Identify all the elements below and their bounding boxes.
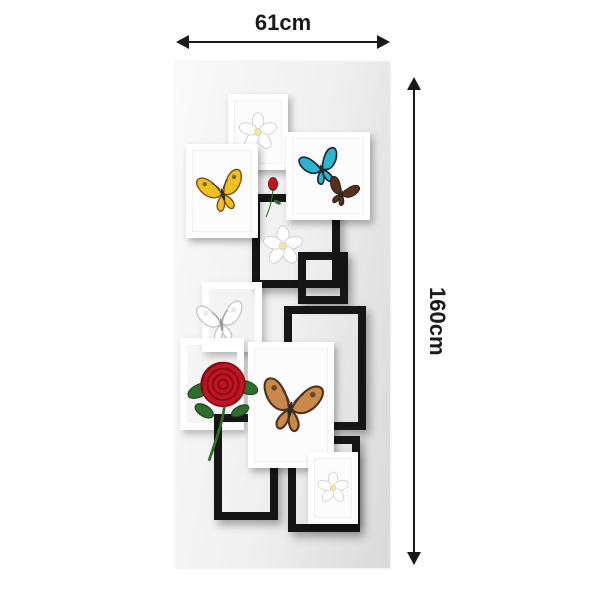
white-flower-icon (263, 225, 303, 264)
white-frame-brown-butterfly (248, 342, 334, 468)
white-flower-icon (317, 471, 349, 502)
white-frame-flower-top (228, 94, 288, 170)
blue-butterfly-icon (298, 146, 338, 186)
black-open-frame (298, 252, 348, 304)
white-frame-blue-butterfly (286, 132, 370, 220)
width-dimension-arrow (176, 35, 390, 49)
brown-butterfly-icon (263, 377, 325, 433)
red-rose-icon (187, 361, 259, 462)
white-frame-yellow-butterfly (186, 144, 258, 238)
yellow-butterfly-icon (196, 168, 242, 212)
door-sticker-panel (176, 62, 390, 568)
height-dimension-arrow (407, 77, 421, 565)
dark-butterfly-icon (330, 175, 360, 206)
width-dimension-label: 61cm (254, 10, 312, 35)
height-dimension-label: 160cm (425, 286, 450, 356)
white-frame-flower-bottom (308, 452, 358, 524)
rose-bud-icon (265, 177, 281, 218)
